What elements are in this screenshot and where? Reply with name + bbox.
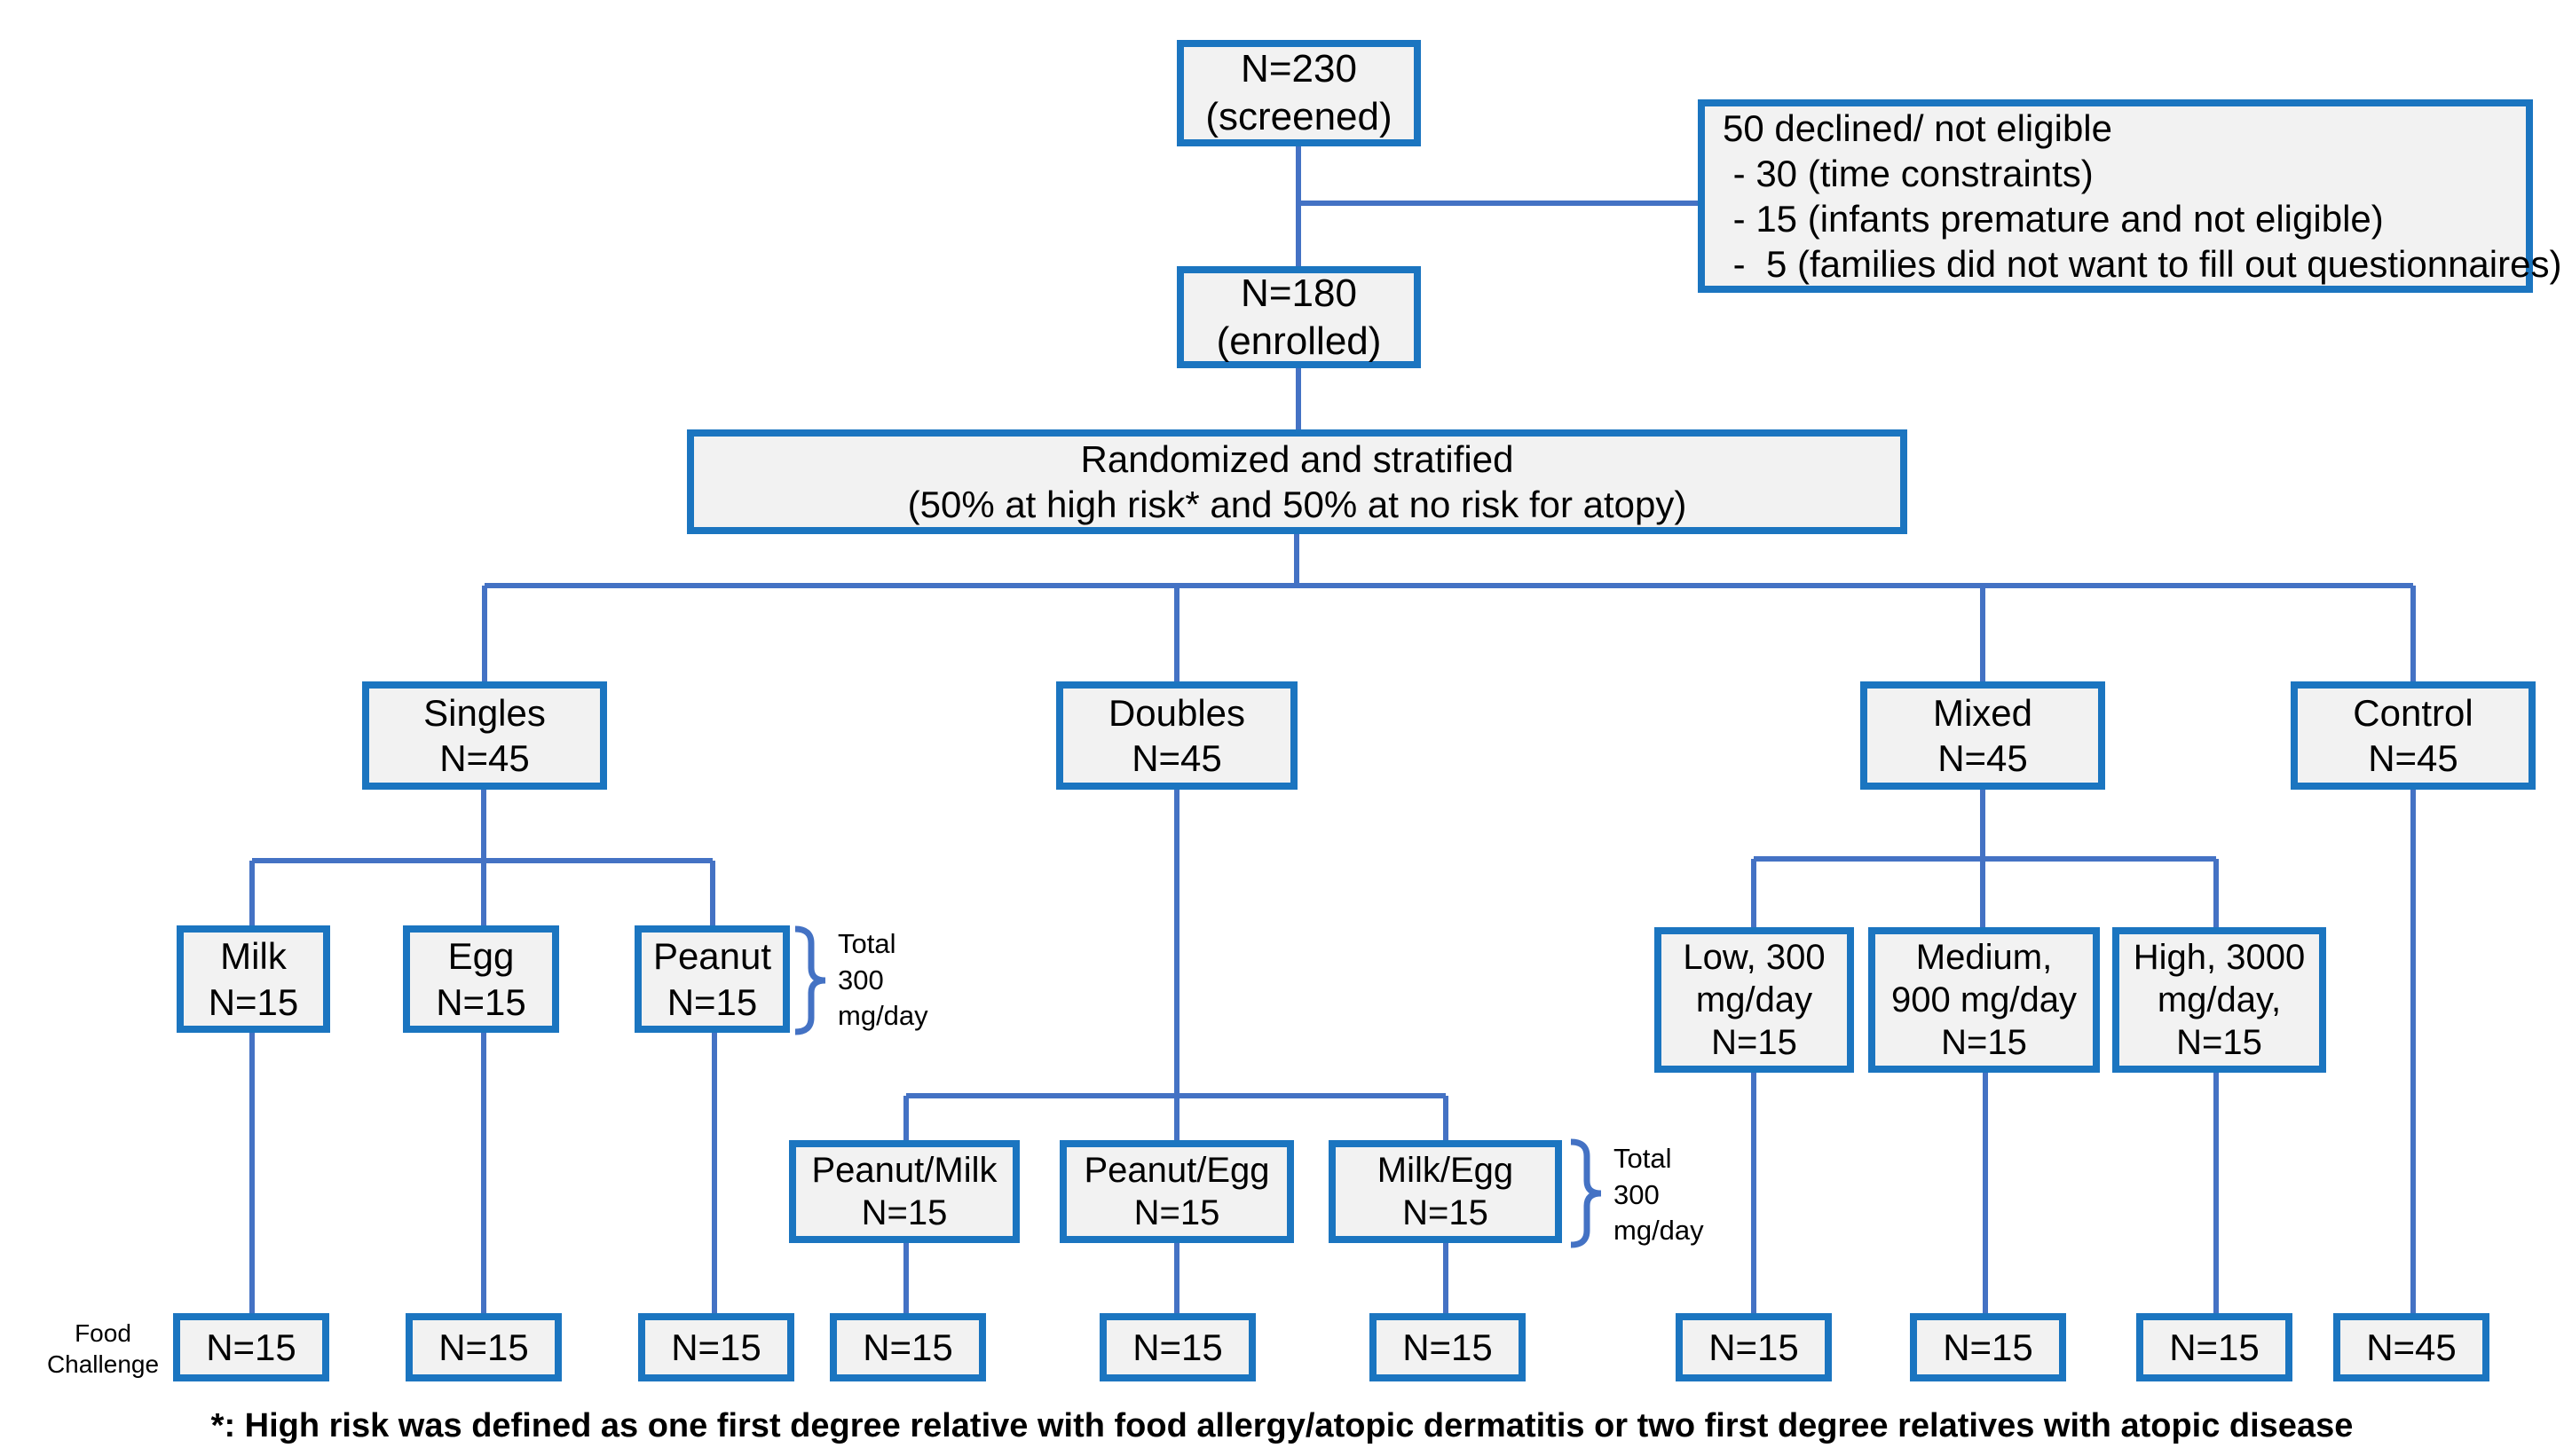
doubles-bracket-label: Total 300 mg/day <box>1613 1142 1704 1247</box>
food-challenge-label: Food Challenge <box>46 1318 160 1378</box>
box-peanut-egg: Peanut/Egg N=15 <box>1060 1140 1294 1243</box>
box-peanut-milk: Peanut/Milk N=15 <box>789 1140 1020 1243</box>
box-declined: 50 declined/ not eligible - 30 (time con… <box>1698 99 2561 293</box>
fc-box-control: N=45 <box>2333 1313 2489 1381</box>
fc-box-peanut-milk: N=15 <box>830 1313 986 1381</box>
fc-box-medium: N=15 <box>1910 1313 2066 1381</box>
box-milk: Milk N=15 <box>177 925 330 1033</box>
fc-box-low: N=15 <box>1676 1313 1832 1381</box>
box-mixed-medium: Medium, 900 mg/day N=15 <box>1868 927 2100 1073</box>
box-mixed: Mixed N=45 <box>1860 681 2105 790</box>
box-milk-egg: Milk/Egg N=15 <box>1329 1140 1562 1243</box>
bracket-singles <box>794 925 826 1035</box>
fc-box-peanut-egg: N=15 <box>1100 1313 1256 1381</box>
box-peanut: Peanut N=15 <box>635 925 790 1033</box>
fc-box-egg: N=15 <box>406 1313 562 1381</box>
box-enrolled: N=180 (enrolled) <box>1177 266 1421 368</box>
box-singles: Singles N=45 <box>362 681 607 790</box>
box-randomized: Randomized and stratified (50% at high r… <box>687 429 1907 534</box>
singles-bracket-label: Total 300 mg/day <box>838 927 928 1032</box>
fc-box-milk-egg: N=15 <box>1369 1313 1526 1381</box>
box-control: Control N=45 <box>2291 681 2536 790</box>
box-doubles: Doubles N=45 <box>1056 681 1298 790</box>
box-mixed-low: Low, 300 mg/day N=15 <box>1654 927 1854 1073</box>
bracket-doubles <box>1570 1138 1602 1248</box>
fc-box-peanut: N=15 <box>638 1313 794 1381</box>
fc-box-high: N=15 <box>2136 1313 2292 1381</box>
box-mixed-high: High, 3000 mg/day, N=15 <box>2112 927 2326 1073</box>
box-egg: Egg N=15 <box>403 925 559 1033</box>
footnote: *: High risk was defined as one first de… <box>210 1407 2354 1444</box>
box-screened: N=230 (screened) <box>1177 40 1421 146</box>
fc-box-milk: N=15 <box>173 1313 329 1381</box>
